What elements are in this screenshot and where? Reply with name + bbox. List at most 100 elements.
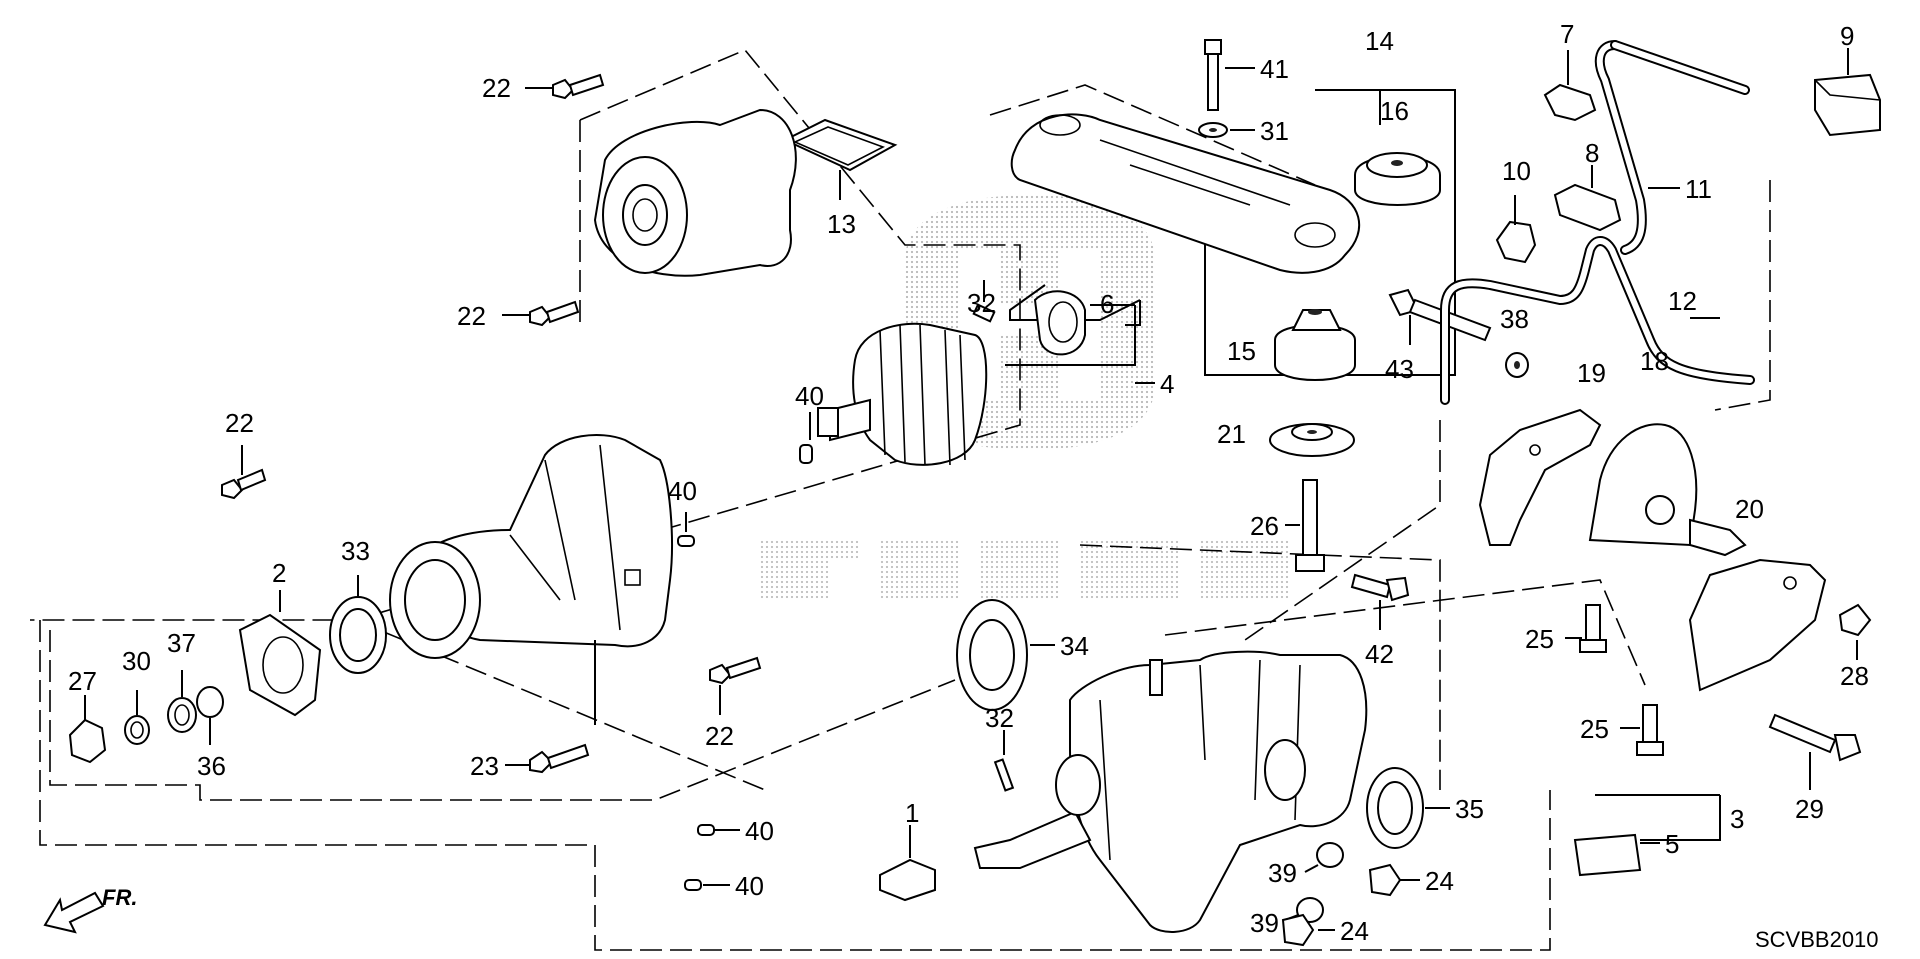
part-25-bolt-upper: [1565, 604, 1607, 653]
part-24-plug-b: [1281, 913, 1335, 947]
callout-4: 4: [1160, 369, 1174, 399]
callout-32-b: 32: [985, 703, 1014, 733]
callout-40-b: 40: [668, 476, 697, 506]
callout-30: 30: [122, 646, 151, 676]
part-32-pin-lower: [993, 730, 1015, 792]
callout-16: 16: [1380, 96, 1409, 126]
part-14-subframe: [1010, 113, 1361, 274]
callout-26: 26: [1250, 511, 1279, 541]
part-4-coupling: [817, 304, 1155, 466]
callout-8: 8: [1585, 138, 1599, 168]
part-27-nut: [68, 695, 107, 764]
part-26-bolt: [1285, 479, 1325, 572]
part-41-bolt: [1204, 39, 1255, 111]
part-22-bolt-b: [502, 300, 580, 327]
callout-labels: 1 2 3 4 5 6 7 8 9 10 11 12 13 14 15 16 1…: [68, 19, 1869, 946]
callout-35: 35: [1455, 794, 1484, 824]
part-40-pin-b: [677, 512, 695, 547]
callout-31: 31: [1260, 116, 1289, 146]
part-10-clip: [1495, 195, 1537, 264]
upper-carrier-housing: [593, 108, 797, 277]
part-6-seal: [1033, 290, 1125, 356]
callout-22-d: 22: [705, 721, 734, 751]
callout-41: 41: [1260, 54, 1289, 84]
callout-9: 9: [1840, 21, 1854, 51]
callout-3: 3: [1730, 804, 1744, 834]
part-28-nut: [1838, 603, 1872, 660]
callout-22-c: 22: [225, 408, 254, 438]
part-7-clip: [1543, 50, 1597, 122]
part-5-label: [1573, 833, 1660, 877]
callout-19: 19: [1577, 358, 1606, 388]
part-22-bolt-c: [221, 445, 267, 500]
part-12-hose: [1440, 236, 1755, 405]
part-25-bolt-lower: [1620, 704, 1664, 756]
part-8-clip: [1553, 165, 1622, 232]
part-40-pin-c: [697, 824, 740, 836]
callout-32-a: 32: [967, 288, 996, 318]
callout-24-a: 24: [1425, 866, 1454, 896]
honda-watermark: [760, 195, 1290, 600]
callout-10: 10: [1502, 156, 1531, 186]
part-20-bracket: [1688, 558, 1827, 692]
part-32-pin-upper: [972, 280, 996, 323]
part-37-seal: [167, 670, 197, 733]
part-19-bracket: [1478, 408, 1602, 546]
part-38-washer: [1505, 352, 1529, 378]
bracket-lines: [1009, 89, 1721, 841]
part-2-flange: [238, 590, 322, 717]
callout-25-a: 25: [1525, 624, 1554, 654]
callout-13: 13: [827, 209, 856, 239]
callout-27: 27: [68, 666, 97, 696]
callout-42: 42: [1365, 639, 1394, 669]
callout-22-b: 22: [457, 301, 486, 331]
callout-1: 1: [905, 798, 919, 828]
callout-38: 38: [1500, 304, 1529, 334]
part-21-bushing: [1269, 423, 1355, 457]
callout-15: 15: [1227, 336, 1256, 366]
part-1-sensor: [879, 825, 936, 902]
part-33-seal: [329, 575, 387, 674]
callout-28: 28: [1840, 661, 1869, 691]
callout-39-a: 39: [1268, 858, 1297, 888]
callout-11: 11: [1685, 174, 1712, 204]
callout-33: 33: [341, 536, 370, 566]
part-31-washer: [1198, 122, 1255, 138]
part-35-seal: [1366, 767, 1450, 849]
callout-7: 7: [1560, 19, 1574, 49]
part-13-cover: [782, 118, 898, 200]
part-16-bushing: [1354, 152, 1441, 206]
part-40-pin-a: [799, 412, 813, 464]
callout-22-a: 22: [482, 73, 511, 103]
callout-12: 12: [1668, 286, 1697, 316]
callout-36: 36: [197, 751, 226, 781]
callout-40-d: 40: [735, 871, 764, 901]
callout-25-b: 25: [1580, 714, 1609, 744]
part-34-seal: [956, 599, 1055, 711]
callout-6: 6: [1100, 289, 1114, 319]
callout-34: 34: [1060, 631, 1089, 661]
part-42-bolt: [1350, 573, 1410, 630]
callout-40-a: 40: [795, 381, 824, 411]
part-39-washer-a: [1304, 842, 1344, 873]
callout-39-b: 39: [1250, 908, 1279, 938]
callout-24-b: 24: [1340, 916, 1369, 946]
part-40-pin-d: [684, 879, 730, 891]
callout-20: 20: [1735, 494, 1764, 524]
callout-23: 23: [470, 751, 499, 781]
callout-5: 5: [1665, 829, 1679, 859]
part-24-plug-a: [1368, 863, 1420, 897]
callout-2: 2: [272, 558, 286, 588]
callout-37: 37: [167, 628, 196, 658]
part-36-ring: [196, 686, 224, 745]
front-direction-arrow: FR.: [43, 885, 137, 934]
callout-40-c: 40: [745, 816, 774, 846]
part-29-bolt: [1768, 713, 1862, 790]
part-18-mount: [1588, 423, 1747, 557]
callout-18: 18: [1640, 346, 1669, 376]
callout-43: 43: [1385, 354, 1414, 384]
part-22-bolt-d: [709, 656, 762, 715]
part-30-washer: [124, 690, 150, 745]
